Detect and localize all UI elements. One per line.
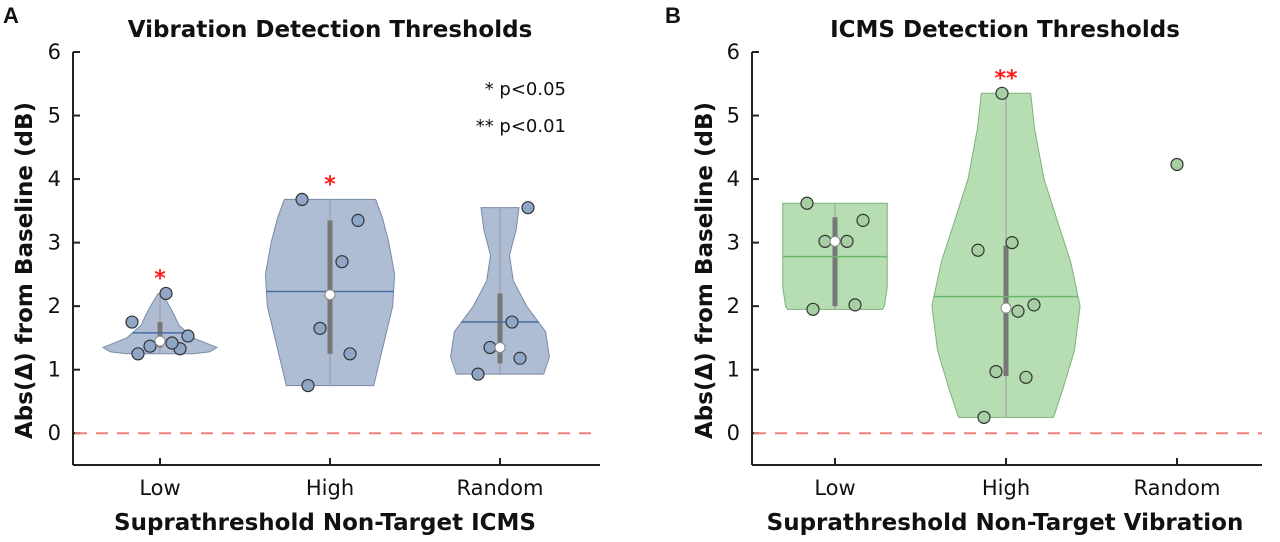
x-tick-label: Low: [139, 476, 180, 500]
data-point: [971, 243, 985, 257]
violin-group-high: *: [264, 172, 396, 393]
data-point: [1005, 236, 1019, 250]
data-point: [1027, 298, 1041, 312]
y-axis-label: Abs(Δ) from Baseline (dB): [12, 102, 38, 439]
panel-a: A Vibration Detection Thresholds 0 1 2 3 4 5 6Lo…: [3, 3, 600, 536]
data-point: [521, 201, 535, 215]
data-point: [483, 340, 497, 355]
significance-legend-p01: ** p<0.01: [476, 116, 566, 137]
x-axis-label: Suprathreshold Non-Target ICMS: [114, 510, 536, 536]
chart-title: ICMS Detection Thresholds: [830, 17, 1180, 43]
median-marker: [1000, 302, 1012, 314]
x-tick-label: High: [306, 476, 354, 500]
y-tick-label: 4: [727, 167, 740, 191]
median-marker: [829, 235, 841, 247]
panel-letter: A: [3, 3, 19, 28]
median-marker: [154, 335, 166, 347]
data-point: [513, 351, 527, 365]
data-point: [989, 364, 1003, 379]
significance-star: **: [994, 66, 1018, 91]
y-tick-label: 6: [48, 40, 61, 64]
x-tick-label: Low: [814, 476, 855, 500]
data-point: [977, 410, 991, 424]
x-tick-label: High: [982, 476, 1030, 500]
y-tick-label: 2: [48, 294, 61, 318]
data-point: [800, 196, 814, 210]
median-marker: [324, 289, 336, 301]
significance-star: *: [154, 266, 166, 291]
data-point: [125, 315, 139, 329]
data-point: [131, 347, 145, 361]
data-point: [1011, 304, 1025, 318]
data-point: [181, 329, 195, 343]
y-axis-label: Abs(Δ) from Baseline (dB): [692, 102, 718, 439]
violin-group-random: [1170, 157, 1184, 172]
panel-letter: B: [665, 3, 681, 28]
data-point: [143, 339, 157, 353]
y-tick-label: 1: [48, 358, 61, 382]
data-point: [471, 367, 485, 381]
violin-group-low: [782, 196, 888, 316]
data-point: [818, 234, 832, 248]
data-point: [343, 347, 357, 361]
data-point: [159, 286, 173, 301]
x-axis-label: Suprathreshold Non-Target Vibration: [767, 510, 1244, 536]
y-tick-label: 3: [48, 231, 61, 255]
violin-group-random: [450, 201, 550, 381]
violin-group-low: *: [101, 266, 219, 361]
significance-star: *: [324, 172, 336, 197]
data-point: [856, 213, 870, 227]
significance-legend-p05: * p<0.05: [485, 79, 566, 100]
y-tick-label: 3: [727, 231, 740, 255]
data-point: [1170, 157, 1184, 172]
y-tick-label: 5: [727, 104, 740, 128]
data-point: [1019, 370, 1033, 384]
data-point: [313, 321, 327, 335]
data-point: [301, 378, 315, 393]
x-tick-label: Random: [1134, 476, 1221, 500]
data-point: [351, 213, 365, 227]
y-tick-label: 2: [727, 294, 740, 318]
violin-group-high: **: [931, 66, 1081, 424]
y-tick-label: 1: [727, 358, 740, 382]
chart-title: Vibration Detection Thresholds: [128, 17, 533, 43]
median-marker: [494, 341, 506, 353]
y-tick-label: 0: [48, 421, 61, 445]
data-point: [295, 192, 309, 207]
data-point: [165, 336, 179, 350]
y-tick-label: 4: [48, 167, 61, 191]
y-tick-label: 6: [727, 40, 740, 64]
y-tick-label: 5: [48, 104, 61, 128]
x-tick-label: Random: [457, 476, 544, 500]
data-point: [848, 298, 862, 312]
data-point: [840, 234, 854, 248]
y-tick-label: 0: [727, 421, 740, 445]
data-point: [505, 315, 519, 329]
data-point: [995, 86, 1009, 100]
data-point: [806, 302, 820, 316]
data-point: [335, 255, 349, 269]
